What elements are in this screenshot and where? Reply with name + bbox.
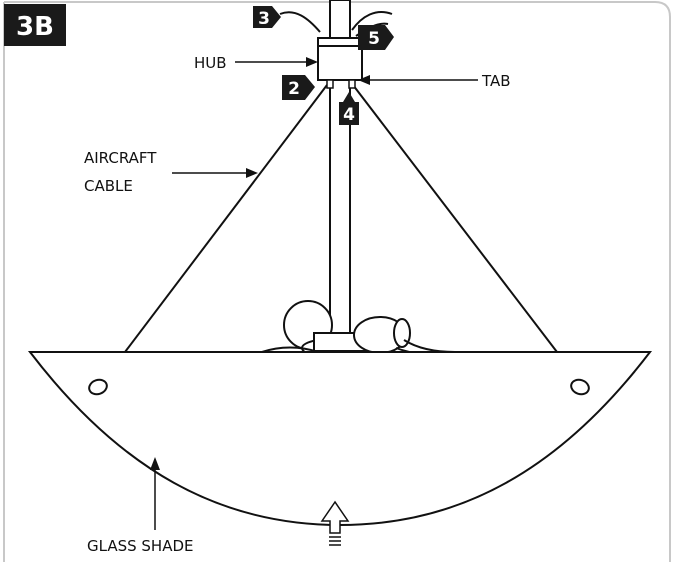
svg-text:2: 2 xyxy=(288,79,300,99)
svg-text:3: 3 xyxy=(258,9,270,29)
step-badge-2: 2 xyxy=(282,75,315,100)
shade-hole-right xyxy=(570,378,590,396)
bulb-shadow xyxy=(261,346,319,353)
tab-label: TAB xyxy=(481,72,511,90)
hub-arrowhead xyxy=(306,57,318,67)
cord xyxy=(403,339,456,353)
shade-hole-left xyxy=(88,378,108,396)
socket-right-cap xyxy=(393,318,411,348)
aircraft-cable-label-line2: CABLE xyxy=(84,177,133,195)
step-badge-4: 4 xyxy=(339,92,359,125)
step-badge-5: 5 xyxy=(358,25,394,50)
aircraft-cable-label-line1: AIRCRAFT xyxy=(84,149,157,167)
hub xyxy=(317,37,363,89)
hub-tab-right xyxy=(348,79,356,89)
glass-shade-label: GLASS SHADE xyxy=(87,537,194,555)
hub-label: HUB xyxy=(194,54,227,72)
wire-left xyxy=(279,11,321,33)
figure-badge: 3B xyxy=(4,4,66,46)
aircraft-cable-right xyxy=(352,84,558,353)
bulb-socket-cluster xyxy=(261,300,456,359)
push-up-arrow-icon xyxy=(320,500,350,546)
glass-shade xyxy=(27,351,653,527)
wire-right-a xyxy=(351,11,393,31)
tab-arrowhead xyxy=(358,75,370,85)
hub-tab-left xyxy=(326,79,334,89)
glass-shade-arrowhead xyxy=(150,457,160,470)
step-badge-3: 3 xyxy=(253,6,281,29)
frame-border xyxy=(4,1,671,562)
svg-text:4: 4 xyxy=(343,105,355,125)
aircraft-cable-arrowhead xyxy=(246,168,258,178)
figure-id: 3B xyxy=(16,12,54,42)
svg-text:5: 5 xyxy=(368,29,380,49)
aircraft-cable-left xyxy=(124,84,328,353)
